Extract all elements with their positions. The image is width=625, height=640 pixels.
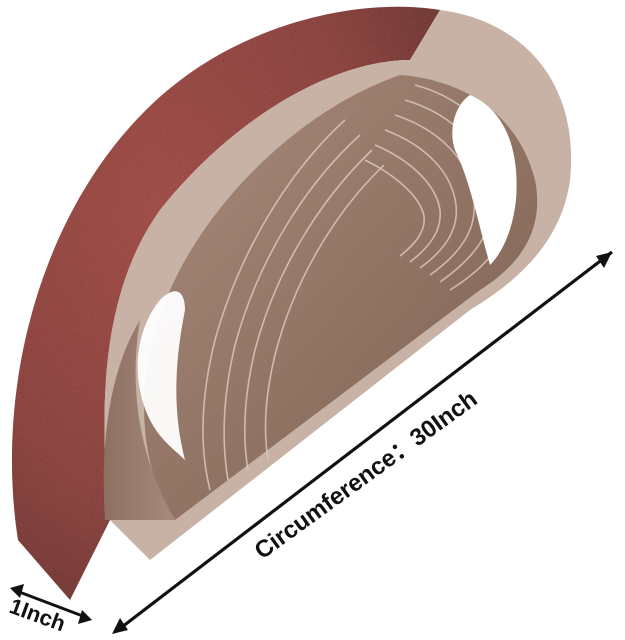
belt-inner-opening <box>452 95 517 265</box>
width-arrow <box>10 584 92 624</box>
sanding-belt-stack <box>11 6 572 601</box>
circumference-arrow <box>112 250 613 634</box>
nested-belt-lines <box>202 84 512 491</box>
belt-backing <box>144 75 538 520</box>
belt-lower-inner <box>103 320 175 520</box>
belt-inner-opening-lower <box>137 291 185 460</box>
abrasive-texture <box>11 6 440 601</box>
